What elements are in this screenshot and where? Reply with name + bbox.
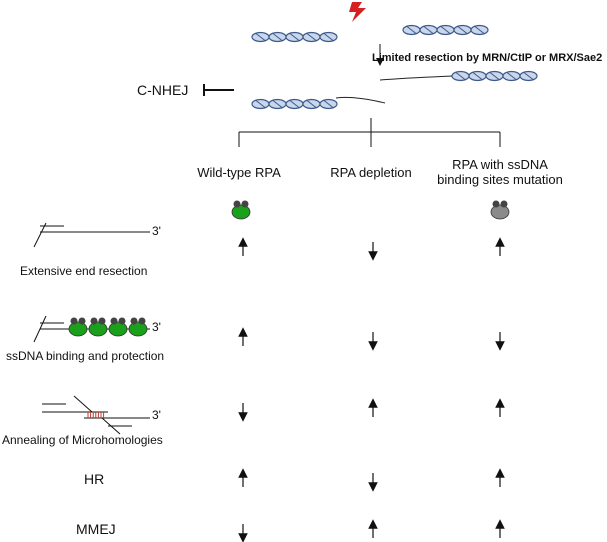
dna-row1-diagram (33, 222, 150, 248)
rpa-subunit (241, 200, 249, 208)
dna-strand (255, 33, 266, 41)
rpa-wildtype-icon (231, 200, 251, 220)
rpa-subunit (500, 200, 508, 208)
dna-strand (523, 72, 534, 80)
dna-strand (406, 26, 417, 34)
dna-strand (272, 33, 283, 41)
rpa-body (68, 321, 88, 337)
ssdna-tail-right (379, 75, 453, 81)
column-header-mutation: RPA with ssDNA binding sites mutation (437, 157, 563, 187)
rpa-subunit (110, 317, 118, 325)
rpa-bound-icon (128, 317, 148, 337)
rpa-body (231, 204, 251, 220)
rpa-body (128, 321, 148, 337)
dna-strand (306, 100, 317, 108)
column-header-depletion: RPA depletion (330, 165, 411, 180)
lightning-icon (349, 2, 366, 22)
rpa-subunit (492, 200, 500, 208)
dna-strand (423, 26, 434, 34)
dna-helix-top-right (402, 24, 489, 36)
dna-strand (455, 72, 466, 80)
rpa-bound-icon (108, 317, 128, 337)
row5-label: MMEJ (76, 521, 116, 537)
dna-strand (489, 72, 500, 80)
arrow-indicators (238, 237, 505, 542)
rpa-bound-icon (68, 317, 88, 337)
rpa-subunit (90, 317, 98, 325)
column-header-mutation-line2: binding sites mutation (437, 172, 563, 187)
dna-helix-resected-right (451, 70, 538, 82)
rpa-mutant-icon (490, 200, 510, 220)
dna-strand (306, 33, 317, 41)
ssdna-tail-left (335, 96, 386, 104)
row3-end-label: 3' (152, 408, 161, 422)
rpa-subunit (78, 317, 86, 325)
rpa-body (490, 204, 510, 220)
dna-strand (506, 72, 517, 80)
dna-strand (289, 100, 300, 108)
column-header-wildtype-line1: Wild-type RPA (197, 165, 281, 180)
row2-label: ssDNA binding and protection (6, 349, 165, 363)
rpa-subunit (138, 317, 146, 325)
cnhej-label: C-NHEJ (137, 82, 189, 98)
row1-label: Extensive end resection (20, 264, 148, 278)
dna-strand (472, 72, 483, 80)
rpa-body (108, 321, 128, 337)
row2-end-label: 3' (152, 320, 161, 334)
dna-helix-top-left (251, 31, 338, 43)
dna-strand (289, 33, 300, 41)
dna-strand (474, 26, 485, 34)
dna-strand (457, 26, 468, 34)
row3-label: Annealing of Microhomologies (2, 433, 163, 447)
column-header-depletion-line1: RPA depletion (330, 165, 412, 180)
row4-label: HR (84, 471, 105, 487)
dna-strand (440, 26, 451, 34)
column-header-wildtype: Wild-type RPA (197, 165, 281, 180)
rpa-bound-icon (88, 317, 108, 337)
dna-strand (272, 100, 283, 108)
dna-row2-diagram (33, 315, 150, 343)
rpa-body (88, 321, 108, 337)
dna-strand (323, 100, 334, 108)
rpa-subunit (118, 317, 126, 325)
rpa-subunit (130, 317, 138, 325)
rpa-subunit (233, 200, 241, 208)
dna-strand (323, 33, 334, 41)
dna-helix-resected-left (251, 98, 338, 110)
resection-label: Limited resection by MRN/CtIP or MRX/Sae… (372, 52, 603, 64)
row1-end-label: 3' (152, 224, 161, 238)
column-header-mutation-line1: RPA with ssDNA (452, 157, 548, 172)
microhomology-pairs (87, 412, 105, 418)
dna-strand (255, 100, 266, 108)
rpa-subunit (70, 317, 78, 325)
dna-row3-diagram (42, 395, 150, 435)
rpa-subunit (98, 317, 106, 325)
